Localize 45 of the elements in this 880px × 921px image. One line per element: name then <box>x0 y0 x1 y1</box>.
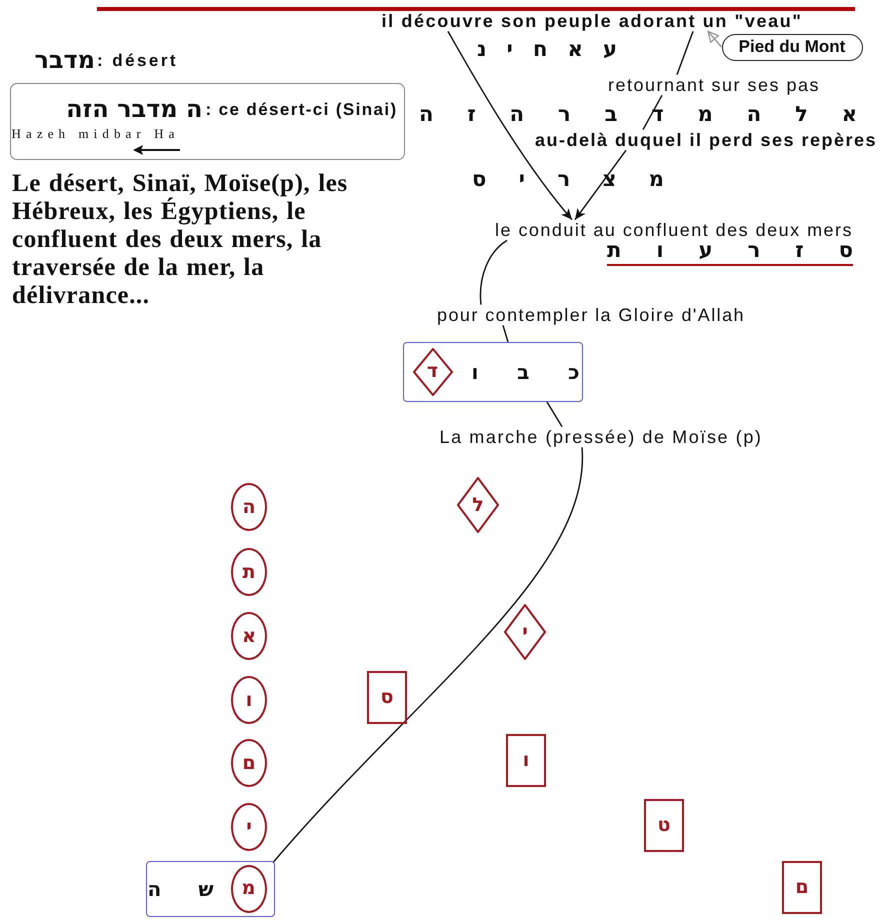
annotation-text: : désert <box>97 50 178 72</box>
letter-diamond: ד <box>412 348 452 396</box>
letter-box <box>403 342 583 402</box>
hebrew-word: מדבר <box>34 46 95 74</box>
annotation-text: retournant sur ses pas <box>608 74 820 96</box>
connector-line <box>480 240 508 305</box>
hebrew-letters: ש ה <box>148 876 214 900</box>
letter-circle: י <box>231 803 267 851</box>
connector-line <box>272 447 583 862</box>
annotation-text: : ce désert-ci (Sinai) <box>206 100 398 120</box>
hebrew-letters: ע א ח י נ <box>477 37 617 63</box>
arrow <box>574 150 627 220</box>
letter-circle: א <box>231 612 267 660</box>
arrow <box>707 30 722 48</box>
connector-line <box>502 325 509 342</box>
connector-line <box>642 95 663 130</box>
hebrew-letters: א ל ה מ ד ב ר ה ז ה <box>419 102 857 128</box>
annotation-text: il découvre son peuple adorant un "veau" <box>382 10 802 32</box>
hebrew-letters: כ ב ו <box>472 360 580 384</box>
letter-circle: ת <box>231 548 267 596</box>
annotation-text: le conduit au confluent des deux mers <box>495 220 853 240</box>
hebrew-letters: ס ז ר ע ו ת <box>607 238 853 266</box>
letter-box <box>146 861 274 917</box>
letter-square: ס <box>367 670 407 724</box>
connector-line <box>546 402 563 428</box>
letter-square: ט <box>644 798 684 852</box>
letter-circle: ה <box>231 483 267 531</box>
transliteration: Hazeh midbar Ha <box>12 126 180 142</box>
arrow <box>447 31 573 220</box>
letter-circle: ם <box>231 739 267 787</box>
connector-line <box>676 31 694 75</box>
hebrew-phrase: ה מדבר הזה <box>66 96 202 124</box>
letter-square: ו <box>506 734 546 786</box>
annotation-text: La marche (pressée) de Moïse (p) <box>440 426 762 448</box>
rounded-label-box: Pied du Mont <box>722 34 862 60</box>
annotation-text: pour contempler la Gloire d'Allah <box>437 304 745 326</box>
paragraph: Le désert, Sinaï, Moïse(p), les Hébreux, les Égyptiens, le confluent des deux mers, la traversée de la mer, la délivrance... <box>12 170 349 310</box>
annotation-text: au-delà duquel il perd ses repères <box>535 130 877 150</box>
text-box <box>10 82 404 160</box>
letter-square: ם <box>782 860 822 914</box>
hebrew-letters: מ צ ר י ס <box>472 167 664 193</box>
letter-circle: מ <box>230 864 266 912</box>
letter-diamond: י <box>504 604 546 660</box>
letter-diamond: ל <box>457 477 499 533</box>
letter-circle: ו <box>231 676 267 724</box>
